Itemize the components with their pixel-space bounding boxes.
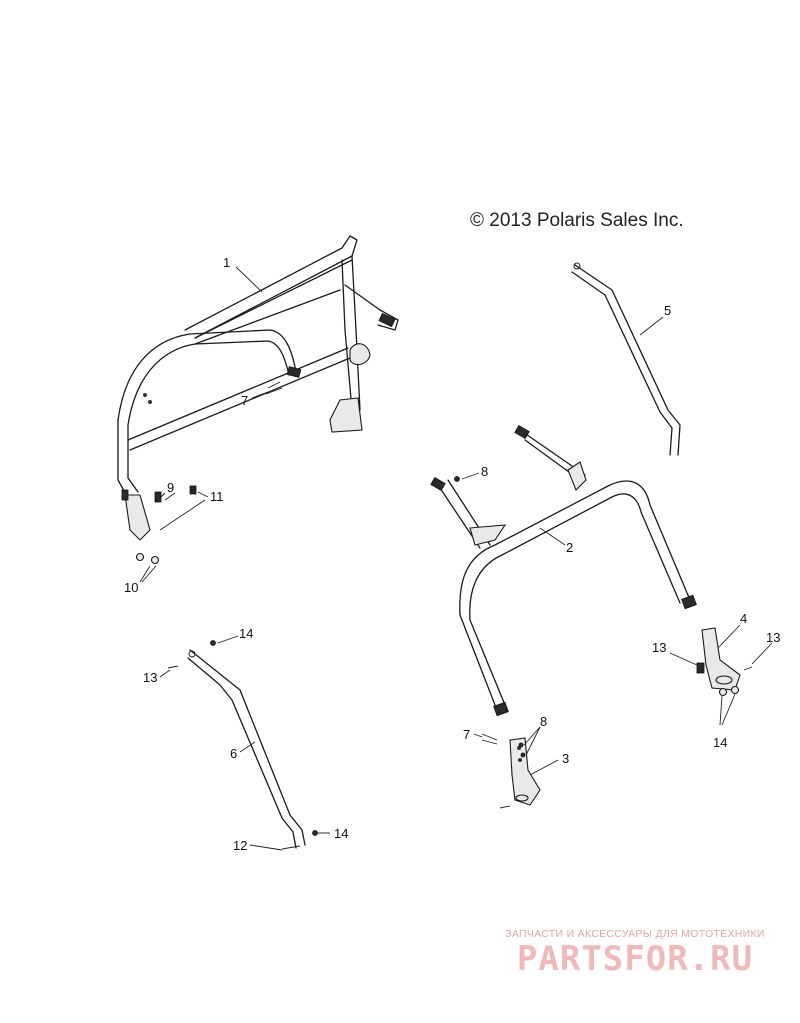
callout-9: 9 xyxy=(167,480,174,495)
callout-10: 10 xyxy=(124,580,138,595)
part-2-rear-cage xyxy=(430,424,697,717)
fasteners xyxy=(121,381,753,850)
callout-8-lower: 8 xyxy=(540,714,547,729)
callout-5: 5 xyxy=(664,303,671,318)
callout-14-right: 14 xyxy=(713,735,727,750)
callout-2: 2 xyxy=(566,540,573,555)
callout-13-mid: 13 xyxy=(652,640,666,655)
part-4-bracket xyxy=(701,627,741,691)
callout-7-lower: 7 xyxy=(463,727,470,742)
callout-14-upper: 14 xyxy=(239,626,253,641)
callout-13-left: 13 xyxy=(143,670,157,685)
watermark-logo: PARTSFOR.RU xyxy=(516,939,754,979)
callout-13-right: 13 xyxy=(766,630,780,645)
callout-4: 4 xyxy=(740,611,747,626)
watermark: ЗАПЧАСТИ И АКСЕССУАРЫ ДЛЯ МОТОТЕХНИКИ PA… xyxy=(490,928,780,978)
part-3-bracket xyxy=(509,737,541,806)
callout-11: 11 xyxy=(210,489,224,504)
callout-14-lower: 14 xyxy=(334,826,348,841)
leader-lines xyxy=(139,266,773,851)
callouts: 1 2 3 4 5 6 7 7 8 8 9 10 11 12 13 13 13 … xyxy=(124,255,780,853)
callout-1: 1 xyxy=(223,255,230,270)
callout-6: 6 xyxy=(230,746,237,761)
callout-3: 3 xyxy=(562,751,569,766)
part-1-front-cage xyxy=(117,235,399,541)
watermark-tagline: ЗАПЧАСТИ И АКСЕССУАРЫ ДЛЯ МОТОТЕХНИКИ xyxy=(505,928,765,940)
callout-8-upper: 8 xyxy=(481,464,488,479)
part-5-brace-tube xyxy=(571,262,681,456)
callout-7-upper: 7 xyxy=(241,393,248,408)
copyright-notice: © 2013 Polaris Sales Inc. xyxy=(470,210,684,231)
part-6-brace-tube xyxy=(187,649,306,849)
callout-12: 12 xyxy=(233,838,247,853)
